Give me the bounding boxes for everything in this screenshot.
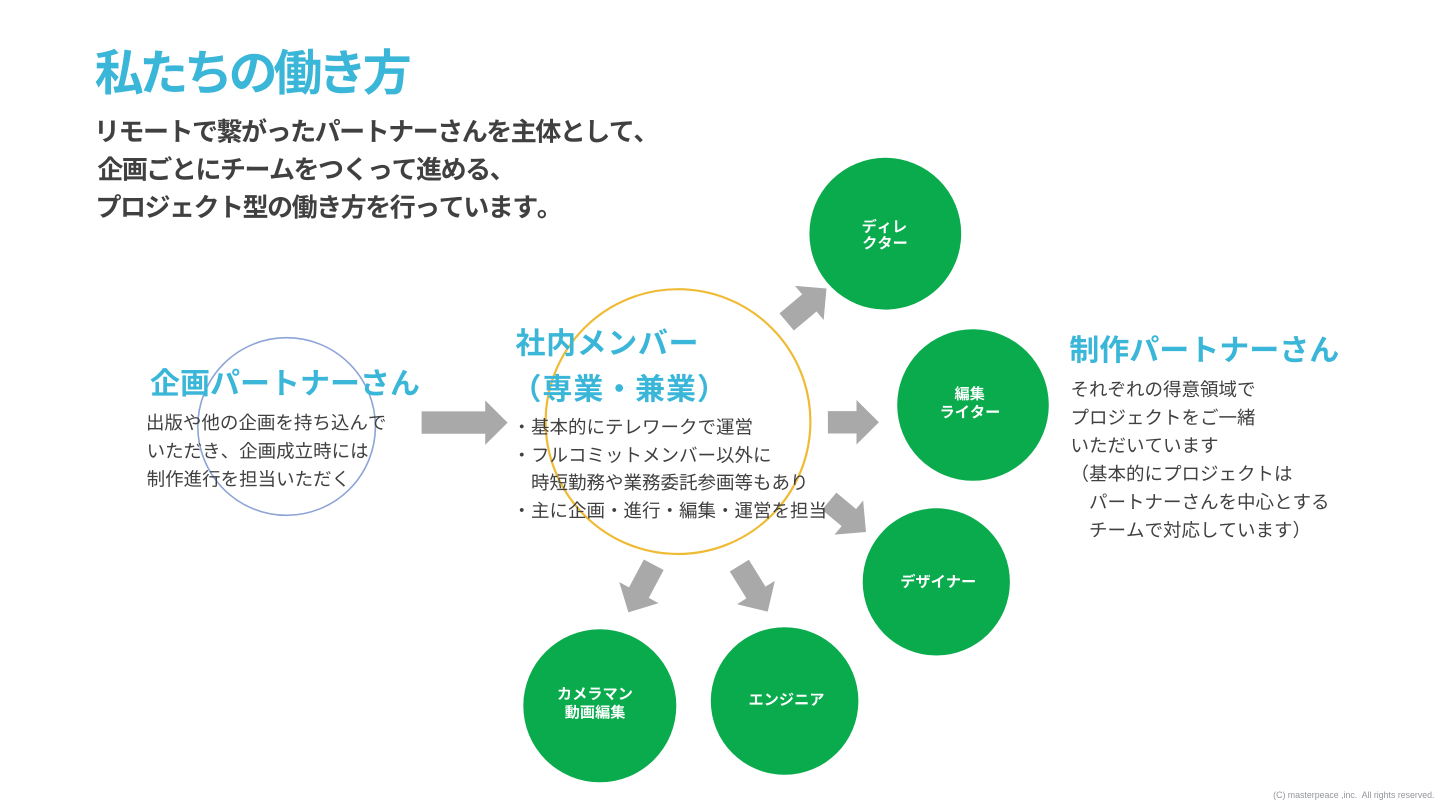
svg-text:(C) masterpeace ,inc. All rig: (C) masterpeace ,inc. All rights reserve… [1273,790,1434,800]
